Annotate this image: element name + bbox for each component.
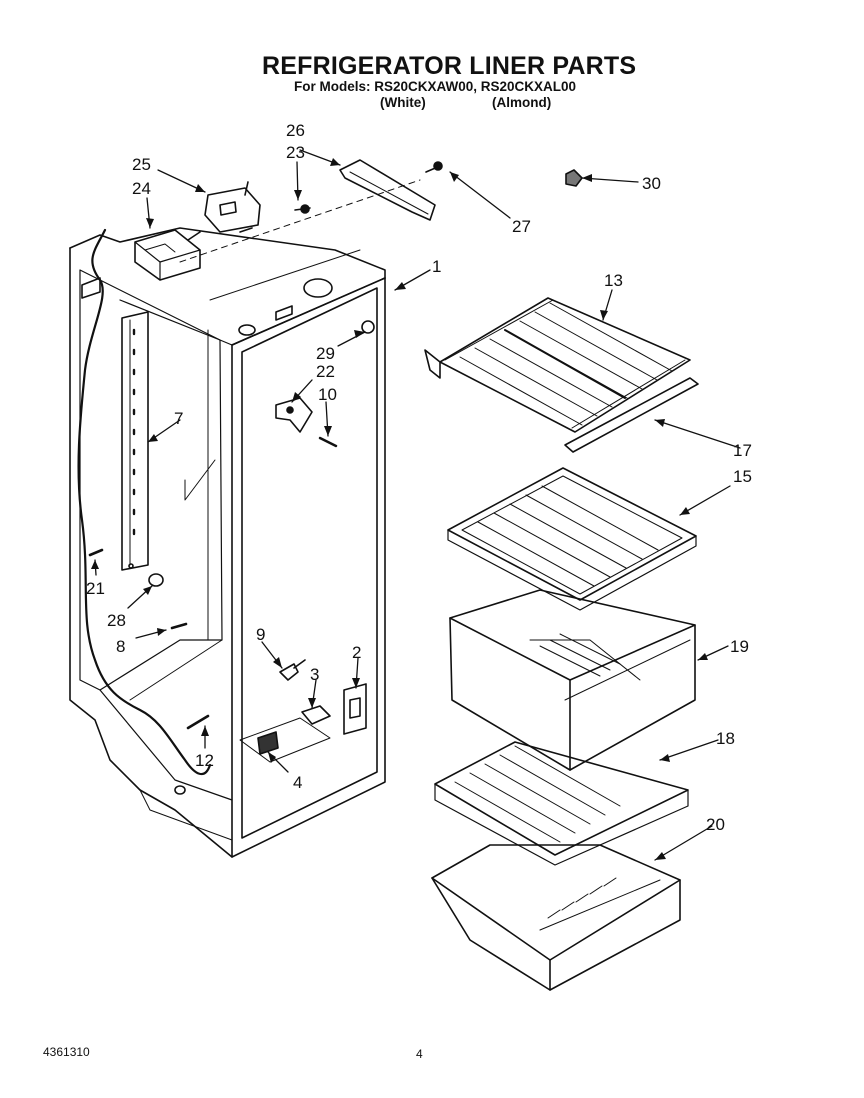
callout-7: 7 (174, 409, 183, 428)
clip-part-3 (301, 705, 331, 725)
color-white-label: (White) (380, 95, 426, 110)
page-number: 4 (416, 1047, 423, 1061)
drawer-part-20 (431, 844, 681, 991)
trim-part-26 (339, 159, 436, 221)
callout-27: 27 (512, 217, 531, 236)
screw-part-8 (170, 622, 188, 630)
sensor-part-4 (239, 717, 331, 763)
callout-25: 25 (132, 155, 151, 174)
shelf-rail-part-7 (121, 311, 149, 571)
model-numbers: For Models: RS20CKXAW00, RS20CKXAL00 (294, 79, 577, 94)
screw-part-10 (318, 436, 338, 448)
callout-labels: 25 24 26 23 27 30 1 13 29 22 10 7 17 15 … (86, 121, 752, 834)
callout-8: 8 (116, 637, 125, 656)
callout-24: 24 (132, 179, 151, 198)
document-code: 4361310 (43, 1045, 90, 1059)
callout-4: 4 (293, 773, 302, 792)
leader-arrowheads (91, 158, 708, 860)
clip-part-30 (565, 169, 583, 187)
callout-1: 1 (432, 257, 441, 276)
wire-harness (77, 228, 212, 776)
leader-lines (94, 149, 741, 861)
bracket-part-25 (204, 181, 261, 233)
screw-part-23 (294, 204, 311, 214)
page-title: REFRIGERATOR LINER PARTS (262, 52, 637, 80)
screw-part-12 (186, 714, 210, 730)
color-almond-label: (Almond) (492, 95, 552, 110)
screw-part-27 (425, 161, 443, 173)
control-housing-part-24 (134, 229, 201, 281)
callout-22: 22 (316, 362, 335, 381)
screw-part-21 (88, 548, 104, 557)
liner-cabinet (69, 179, 421, 858)
wire-shelf-part-13 (424, 297, 691, 433)
glass-shelf-part-18 (434, 741, 689, 866)
shelf-trim-part-17 (564, 377, 699, 453)
button-part-28 (148, 573, 164, 587)
fastener-part-9 (279, 659, 306, 681)
callout-19: 19 (730, 637, 749, 656)
callout-23: 23 (286, 143, 305, 162)
callout-18: 18 (716, 729, 735, 748)
plug-part-29 (361, 320, 375, 334)
callout-3: 3 (310, 665, 319, 684)
callout-13: 13 (604, 271, 623, 290)
callout-17: 17 (733, 441, 752, 460)
crisper-drawer-part-19 (449, 589, 696, 771)
switch-part-2 (343, 683, 367, 735)
callout-21: 21 (86, 579, 105, 598)
callout-29: 29 (316, 344, 335, 363)
callout-2: 2 (352, 643, 361, 662)
glass-shelf-part-15 (447, 467, 697, 611)
callout-9: 9 (256, 625, 265, 644)
callout-20: 20 (706, 815, 725, 834)
callout-28: 28 (107, 611, 126, 630)
callout-15: 15 (733, 467, 752, 486)
bracket-part-22 (275, 397, 313, 433)
callout-12: 12 (195, 751, 214, 770)
callout-26: 26 (286, 121, 305, 140)
callout-30: 30 (642, 174, 661, 193)
callout-10: 10 (318, 385, 337, 404)
